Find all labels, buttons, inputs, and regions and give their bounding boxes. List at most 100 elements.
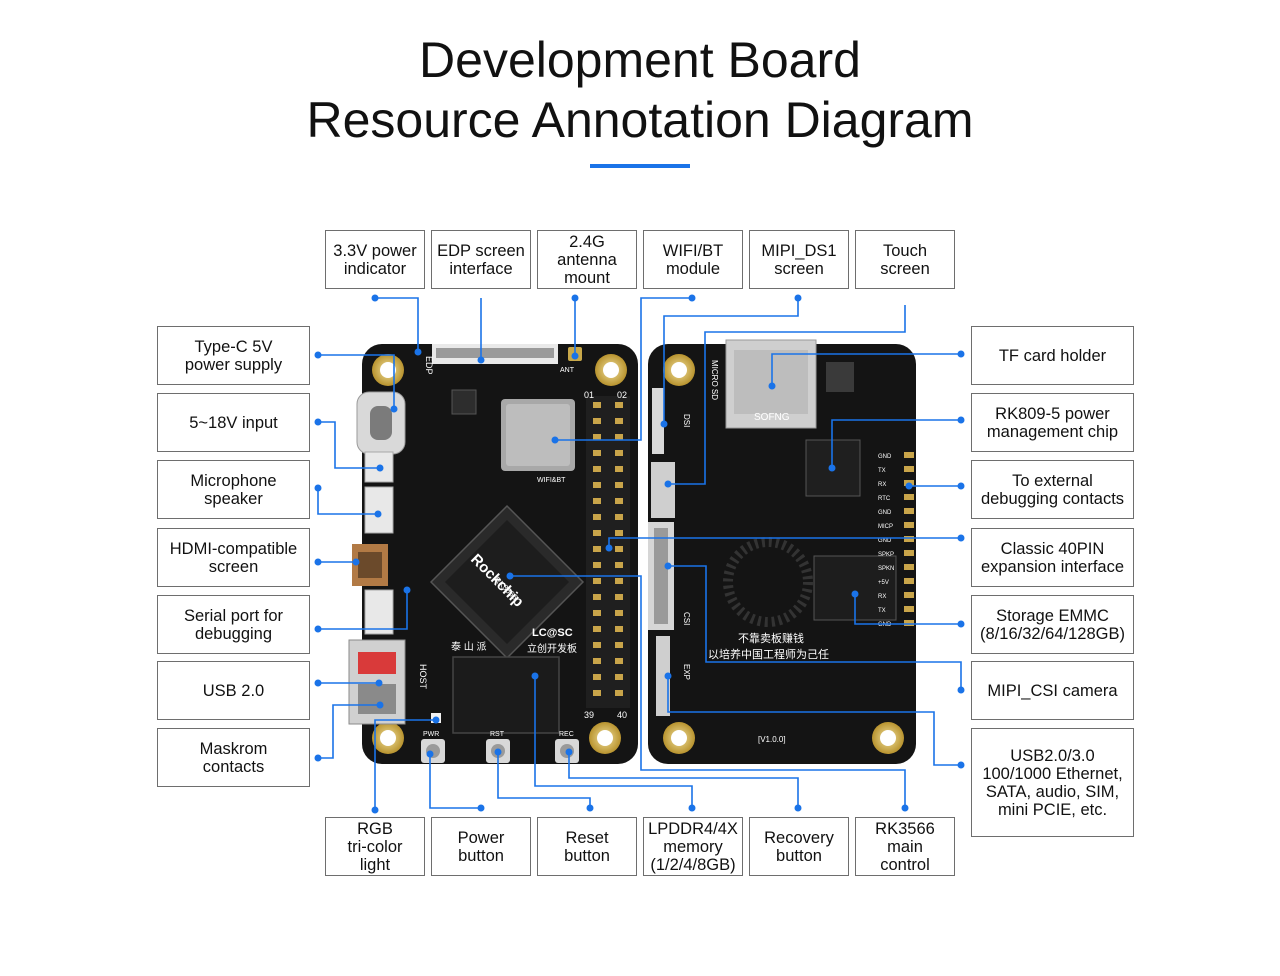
label-maskrom-contacts: Maskrom contacts [157,728,310,787]
silk-rst: RST [490,731,505,738]
power-button-graphic [421,739,445,763]
silk-exp: EXP [682,664,691,680]
uart-connector [364,589,394,635]
silk-pin-label: GND [878,538,892,544]
leader-mipi-csi [668,565,962,690]
silk-lcsc-cn: 立创开发板 [527,642,577,655]
label-mipi-csi-camera: MIPI_CSI camera [971,661,1134,720]
label-rk809-pmic: RK809-5 power management chip [971,393,1134,452]
silk-pin-label: GND [878,510,892,516]
silk-pwr: PWR [423,731,439,738]
silk-sofng: SOFNG [754,412,790,423]
leader-rk809 [831,419,961,468]
silk-host: HOST [418,664,428,690]
label-recovery-button: Recovery button [749,817,849,876]
silk-pin-01: 01 [584,390,594,400]
label-lpddr4-memory: LPDDR4/4X memory (1/2/4/8GB) [643,817,743,876]
rk809-pmic [805,439,861,497]
silk-pin-label: SPKN [878,566,894,572]
label-3v3-power-indicator: 3.3V power indicator [325,230,425,289]
silk-slogan-1: 不靠卖板赚钱 [738,631,804,645]
silk-lcsc: LC@SC [532,627,573,639]
silk-pin-label: TX [878,468,886,474]
leader-emmc [854,594,961,625]
label-mipi-dsi-screen: MIPI_DS1 screen [749,230,849,289]
bga-pattern [723,537,813,627]
label-reset-button: Reset button [537,817,637,876]
label-external-debug-contacts: To external debugging contacts [971,460,1134,519]
label-rk3566-main-control: RK3566 main control [855,817,955,876]
label-serial-debug: Serial port for debugging [157,595,310,654]
label-type-c-power: Type-C 5V power supply [157,326,310,385]
leader-mipi-dsi [663,298,799,424]
silk-pin-label: +5V [878,580,889,586]
page-title-line-2: Resource Annotation Diagram [306,92,974,148]
silk-pin-02: 02 [617,390,627,400]
touch-connector [651,462,675,518]
leader-recovery-btn [568,752,799,808]
leader-tf-card [771,353,961,386]
silk-pin-39: 39 [584,710,594,720]
silk-pin-label: GND [878,622,892,628]
leader-touch [668,305,906,485]
label-microphone-speaker: Microphone speaker [157,460,310,519]
leader-type-c [318,354,395,409]
lpddr4-memory [452,656,560,734]
silk-pin-label: MICP [878,524,893,530]
leader-3v3-indicator [375,297,419,352]
leader-lpddr4 [534,676,693,808]
inductor [451,389,477,415]
silk-pin-label: RX [878,594,886,600]
page-title-line-1: Development Board [419,32,861,88]
label-antenna-mount: 2.4G antenna mount [537,230,637,289]
silk-version: [V1.0.0] [758,735,786,744]
leader-5-18v [318,421,380,469]
mounting-hole [595,354,627,386]
silk-pin-label: RX [878,482,886,488]
leader-uart [318,590,408,630]
regulator [826,362,854,392]
label-edp-screen-interface: EDP screen interface [431,230,531,289]
silk-ant: ANT [560,367,575,374]
label-tf-card-holder: TF card holder [971,326,1134,385]
silk-csi: CSI [682,612,691,625]
silk-dsi: DSI [682,414,691,427]
silk-pin-label: RTC [878,496,891,502]
silk-pin-label: SPKP [878,552,894,558]
dsi-connector [652,388,664,454]
mounting-hole [663,722,695,754]
silk-wifi-bt: WIFI&BT [537,477,566,484]
leader-rgb [374,719,436,810]
exp-connector [656,636,670,716]
label-power-button: Power button [431,817,531,876]
mounting-hole [589,722,621,754]
mounting-hole [663,354,695,386]
mounting-hole [372,722,404,754]
silk-micro-sd: MICRO SD [710,360,719,400]
leader-power-btn [429,754,481,809]
label-hdmi-screen: HDMI-compatible screen [157,528,310,587]
silk-brand-cn: 泰 山 派 [451,640,487,653]
label-5-18v-input: 5~18V input [157,393,310,452]
rk3566-soc [429,504,585,660]
silk-pin-label: GND [878,454,892,460]
label-usb3-ethernet-etc: USB2.0/3.0 100/1000 Ethernet, SATA, audi… [971,728,1134,837]
silk-rec: REC [559,731,574,738]
mounting-hole [372,354,404,386]
label-40pin-expansion: Classic 40PIN expansion interface [971,528,1134,587]
title-underline [590,164,690,168]
label-emmc-storage: Storage EMMC (8/16/32/64/128GB) [971,595,1134,654]
back-board: MICRO SD SOFNG DSI CSI EXP [V1.0.0] 不靠卖板… [648,339,916,764]
leader-rk3566 [510,575,906,808]
silk-pin-label: TX [878,608,886,614]
leader-dots [314,294,965,814]
mounting-hole [872,722,904,754]
leader-microphone [317,488,378,515]
silk-pin-40: 40 [617,710,627,720]
label-touch-screen: Touch screen [855,230,955,289]
label-wifi-bt-module: WIFI/BT module [643,230,743,289]
leader-maskrom [318,704,380,759]
leader-wifi [555,297,692,441]
silk-edp: EDP [424,356,434,375]
